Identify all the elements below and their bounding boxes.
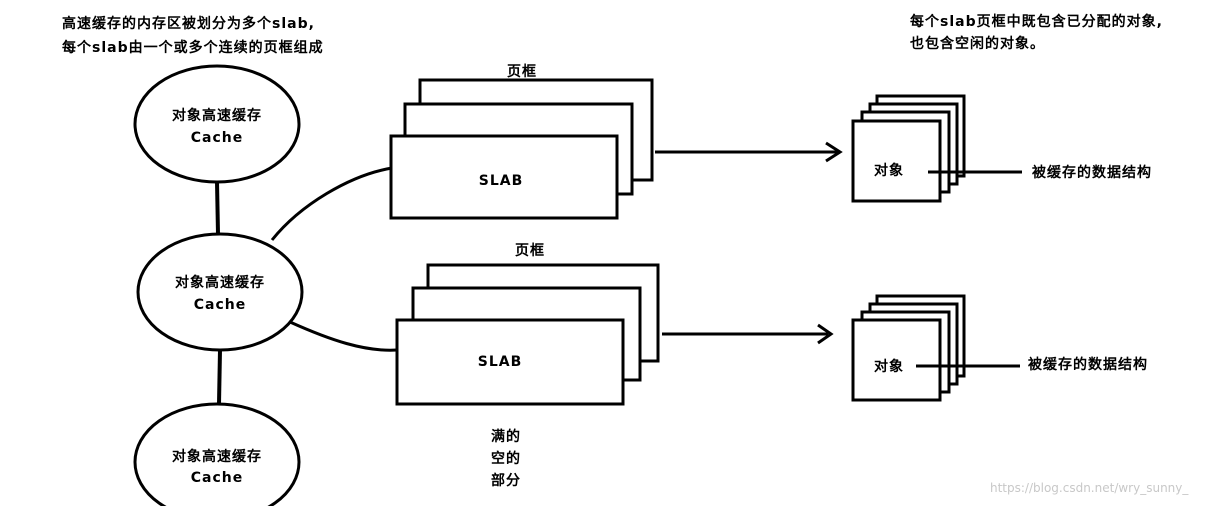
slab2-frame-front [395, 318, 625, 406]
arrow-1-head [825, 141, 843, 163]
cache-connector-1 [215, 181, 220, 235]
cache-2-label-line1: 对象高速缓存 [175, 275, 265, 291]
cache-connector-2 [217, 349, 222, 405]
cache-1-label-line1: 对象高速缓存 [172, 108, 262, 124]
arrow-2-head [817, 323, 834, 345]
slab1-frame-front [389, 134, 619, 220]
slab2-label: SLAB [477, 354, 523, 370]
cache-ellipse-3 [133, 402, 301, 506]
curve-to-slab-2 [289, 320, 398, 352]
note-top-left-line1: 高速缓存的内存区被划分为多个slab, [62, 16, 315, 32]
slab-fill-states-label: 满的 空的 部分 [491, 429, 521, 489]
object2-label: 对象 [874, 359, 904, 375]
object2-structure-label: 被缓存的数据结构 [1028, 357, 1148, 373]
cache-3-label-line1: 对象高速缓存 [172, 449, 262, 465]
object1-label: 对象 [874, 163, 904, 179]
slab1-frame-label: 页框 [507, 64, 537, 80]
cache-1-label-line2: Cache [190, 130, 244, 146]
curve-to-slab-1 [270, 166, 393, 241]
note-top-left-line2: 每个slab由一个或多个连续的页框组成 [62, 40, 324, 56]
objects2-square-front [851, 318, 942, 402]
note-top-right-line1: 每个slab页框中既包含已分配的对象, [910, 14, 1163, 30]
object1-structure-label: 被缓存的数据结构 [1032, 165, 1152, 181]
objects1-square-front [851, 119, 942, 203]
watermark-url: https://blog.csdn.net/wry_sunny_ [990, 481, 1189, 495]
note-top-right-line2: 也包含空闲的对象。 [910, 36, 1045, 52]
slab1-label: SLAB [478, 173, 524, 189]
slab2-frame-label: 页框 [515, 243, 545, 259]
cache-2-label-line2: Cache [193, 297, 247, 313]
cache-3-label-line2: Cache [190, 470, 244, 486]
